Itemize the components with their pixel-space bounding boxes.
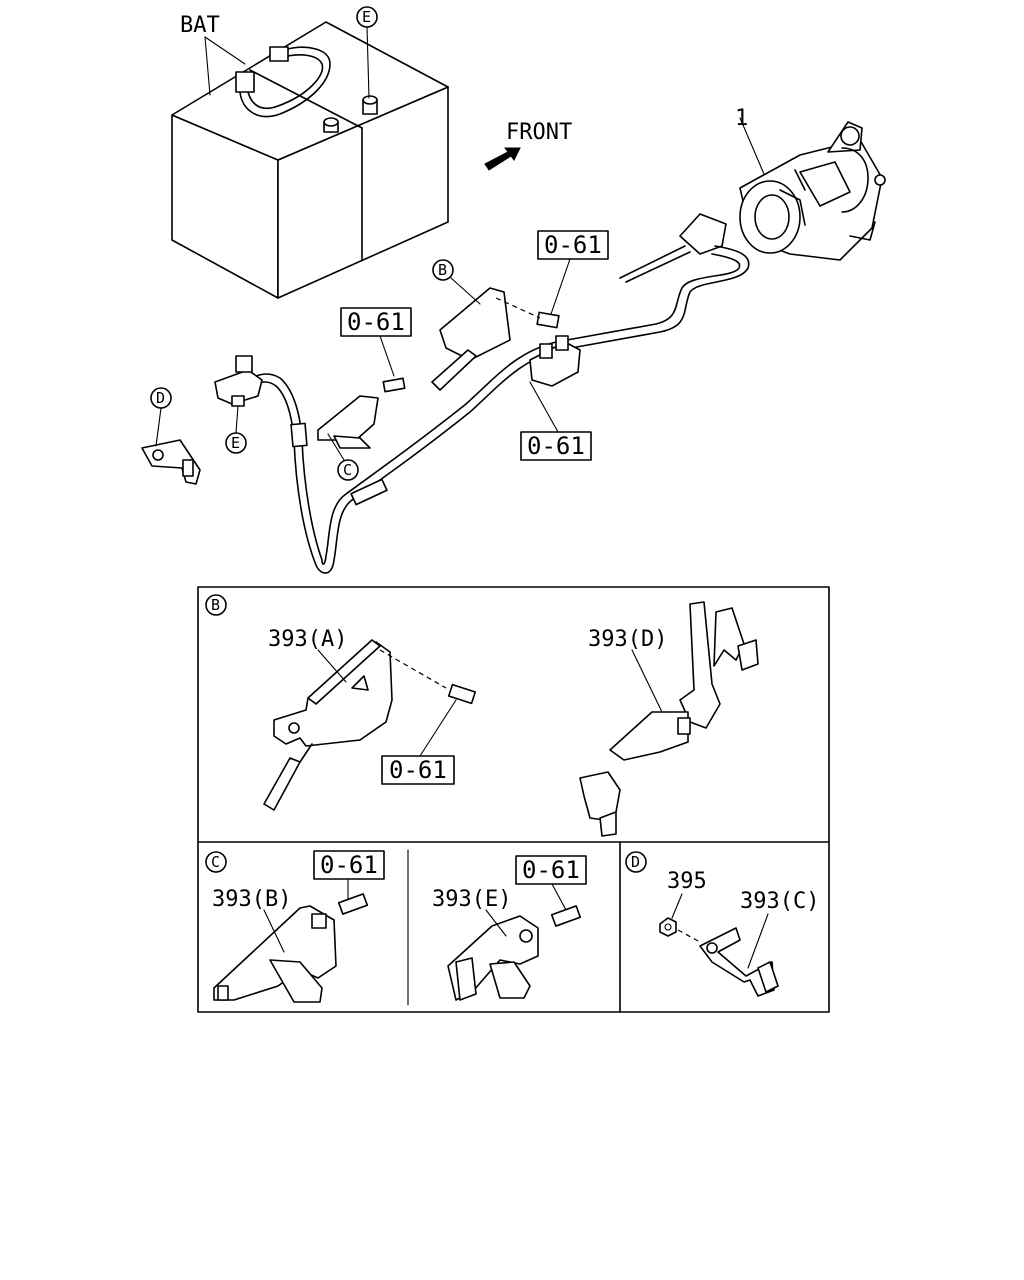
detail-c-bolt-box-1	[313, 850, 385, 880]
ref-e-left-label: E	[231, 434, 240, 452]
front-arrow-icon	[484, 147, 521, 171]
bolt-ref-box-2	[340, 307, 412, 337]
part-393d-label: 393(D)	[588, 627, 667, 652]
ref-c-label: C	[343, 461, 352, 479]
detail-c-bolt-label-2: 0-61	[522, 856, 580, 884]
part-393c-label: 393(C)	[740, 889, 819, 914]
detail-c-marker-label: C	[211, 853, 220, 871]
ref-d-label: D	[156, 389, 165, 407]
part-number-1: 1	[735, 106, 748, 131]
detail-c-marker-circle	[205, 851, 227, 873]
detail-d-marker-circle	[625, 851, 647, 873]
ref-c-circle	[337, 459, 359, 481]
part-393a-label: 393(A)	[268, 627, 347, 652]
battery-illustration	[171, 21, 449, 299]
bracket-393b	[213, 893, 369, 1003]
detail-b-bolt-label: 0-61	[389, 756, 447, 784]
bracket-c-main	[317, 377, 406, 449]
detail-frame	[197, 586, 830, 1013]
starter-motor-illustration	[739, 117, 886, 261]
bracket-393c	[659, 917, 779, 997]
part-393b-label: 393(B)	[212, 887, 291, 912]
bracket-393e	[447, 905, 582, 1001]
part-393e-label: 393(E)	[432, 887, 511, 912]
bolt-ref-label-3: 0-61	[527, 432, 585, 460]
part-395-label: 395	[667, 869, 707, 894]
detail-b-marker-label: B	[211, 596, 220, 614]
bolt-ref-box-3	[520, 431, 592, 461]
detail-d-marker-label: D	[631, 853, 640, 871]
bracket-d-small	[141, 439, 201, 485]
bracket-393d	[579, 601, 759, 837]
front-label: FRONT	[506, 120, 572, 145]
detail-c-bolt-label-1: 0-61	[320, 851, 378, 879]
ref-e-top-label: E	[362, 8, 371, 26]
bolt-ref-label-2: 0-61	[347, 308, 405, 336]
battery-terminal-e	[214, 355, 263, 407]
battery-label: BAT	[180, 13, 220, 38]
ref-b-circle	[432, 259, 454, 281]
detail-b-marker-circle	[205, 594, 227, 616]
bracket-b-main	[431, 287, 560, 391]
detail-b-bolt-box	[381, 755, 455, 785]
main-cable	[253, 245, 750, 574]
bracket-393a	[263, 639, 477, 811]
detail-c-bolt-box-2	[515, 855, 587, 885]
bolt-ref-box-1	[537, 230, 609, 260]
ref-b-label: B	[438, 261, 447, 279]
bolt-ref-label-1: 0-61	[544, 231, 602, 259]
